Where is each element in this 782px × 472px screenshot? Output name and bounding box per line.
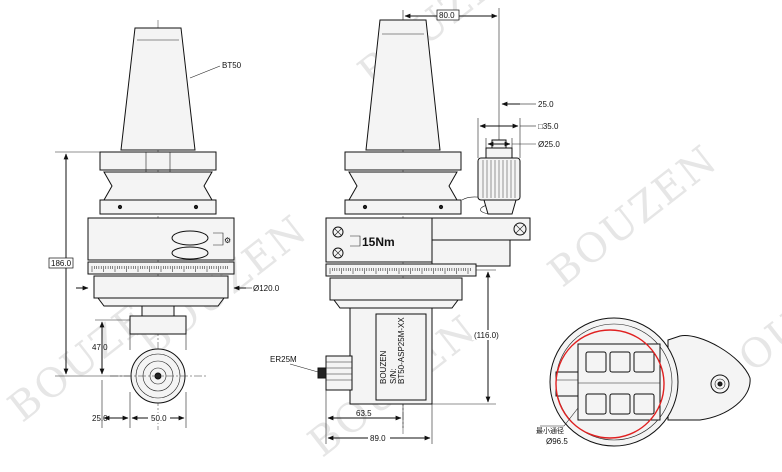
- collet-nut: [325, 355, 353, 391]
- front-left-dim: 25.0: [92, 414, 108, 423]
- min-diameter-circle: [555, 329, 665, 439]
- min-label: 最小通径: [536, 426, 564, 435]
- dim-25: 25.0: [538, 100, 554, 109]
- front-body-upper: [87, 217, 235, 261]
- front-width-dim: 50.0: [151, 414, 167, 423]
- taper-label: BT50: [222, 61, 242, 70]
- plate-line-3: BOUZEN: [379, 350, 388, 384]
- side-view: 15Nm BT50-ASP25M-XX S/N: BOUZEN ER25M: [270, 8, 560, 444]
- side-height-dim: (116.0): [474, 331, 499, 340]
- front-offset-dim: 47.0: [92, 343, 108, 352]
- front-body-lower: [93, 275, 229, 299]
- front-view: ⚙ BT50 186.0 Ø120.0 47.0: [48, 20, 280, 430]
- side-body-upper: [325, 217, 433, 263]
- front-neck: [129, 315, 187, 335]
- min-diameter: Ø96.5: [546, 437, 568, 446]
- svg-text:⚙: ⚙: [224, 236, 231, 245]
- side-flange-top: [344, 151, 462, 171]
- dim-63: 63.5: [356, 409, 372, 418]
- collet-label: ER25M: [270, 355, 297, 364]
- dim-89: 89.0: [370, 434, 386, 443]
- front-flange-groove: [103, 171, 213, 201]
- round-dim: Ø25.0: [538, 140, 560, 149]
- square-dim: □35.0: [538, 122, 559, 131]
- plate-line-2: S/N:: [389, 368, 398, 384]
- bottom-lug: [667, 335, 751, 421]
- front-diameter-dim: Ø120.0: [253, 284, 280, 293]
- front-height-dim: 186.0: [51, 259, 72, 268]
- front-taper: [120, 27, 196, 151]
- front-flange-top: [99, 151, 217, 171]
- plate-line-1: BT50-ASP25M-XX: [397, 317, 406, 384]
- nameplate: [375, 313, 427, 401]
- bottom-view: 最小通径 Ø96.5: [536, 317, 751, 447]
- front-flange-bottom: [99, 199, 217, 215]
- top-dim: 80.0: [439, 11, 455, 20]
- torque-label: 15Nm: [362, 235, 395, 249]
- side-taper: [365, 19, 441, 151]
